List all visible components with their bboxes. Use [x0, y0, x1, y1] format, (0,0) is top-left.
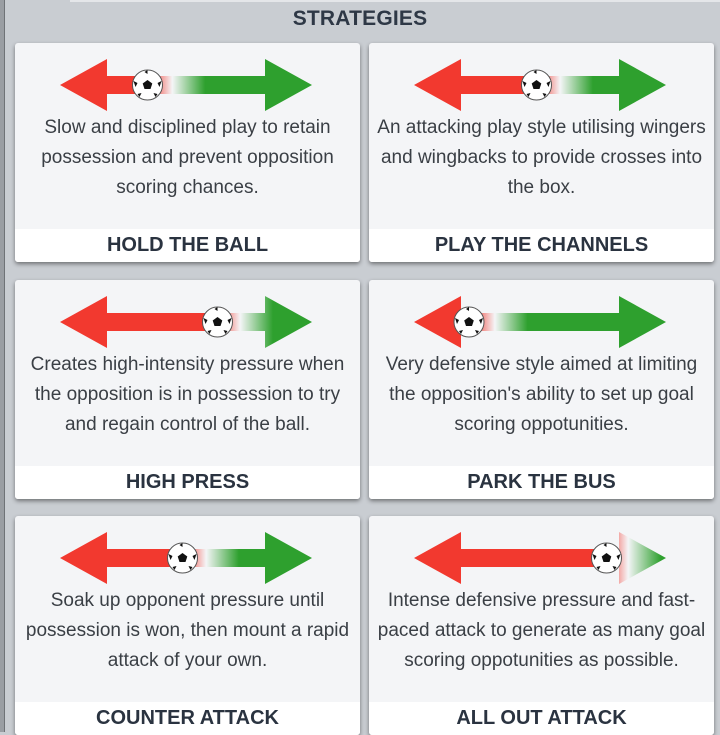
strategy-slider-arrow: [414, 59, 666, 111]
strategy-description: Very defensive style aimed at limiting t…: [385, 354, 698, 435]
football-icon: [202, 306, 233, 338]
header-divider: [70, 0, 720, 2]
strategy-description: Soak up opponent pressure until possessi…: [25, 590, 350, 671]
strategy-card-high-press[interactable]: Creates high-intensity pressure when the…: [15, 280, 360, 499]
strategy-name: PLAY THE CHANNELS: [369, 229, 714, 262]
strategy-description: An attacking play style utilising winger…: [377, 117, 706, 198]
strategy-card-counter-attack[interactable]: Soak up opponent pressure until possessi…: [15, 516, 360, 735]
strategy-name: COUNTER ATTACK: [15, 702, 360, 735]
football-icon: [591, 542, 622, 574]
strategy-name: HIGH PRESS: [15, 466, 360, 499]
strategy-name: HOLD THE BALL: [15, 229, 360, 262]
left-edge: [0, 0, 5, 732]
strategy-slider-arrow: [414, 296, 666, 348]
football-icon: [167, 542, 198, 574]
strategy-slider-arrow: [414, 532, 666, 584]
strategy-name: PARK THE BUS: [369, 466, 714, 499]
football-icon: [521, 69, 552, 101]
strategy-slider-arrow: [60, 59, 312, 111]
strategy-slider-arrow: [60, 532, 312, 584]
strategy-name: ALL OUT ATTACK: [369, 702, 714, 735]
football-icon: [132, 69, 163, 101]
strategy-card-hold-the-ball[interactable]: Slow and disciplined play to retain poss…: [15, 43, 360, 262]
strategy-description: Intense defensive pressure and fast-pace…: [377, 590, 706, 671]
strategy-card-park-the-bus[interactable]: Very defensive style aimed at limiting t…: [369, 280, 714, 499]
strategy-description: Slow and disciplined play to retain poss…: [41, 117, 334, 198]
strategy-slider-arrow: [60, 296, 312, 348]
page-title: STRATEGIES: [292, 7, 428, 30]
strategy-card-play-the-channels[interactable]: An attacking play style utilising winger…: [369, 43, 714, 262]
strategy-description: Creates high-intensity pressure when the…: [30, 354, 345, 435]
strategy-card-all-out-attack[interactable]: Intense defensive pressure and fast-pace…: [369, 516, 714, 735]
football-icon: [453, 306, 485, 338]
